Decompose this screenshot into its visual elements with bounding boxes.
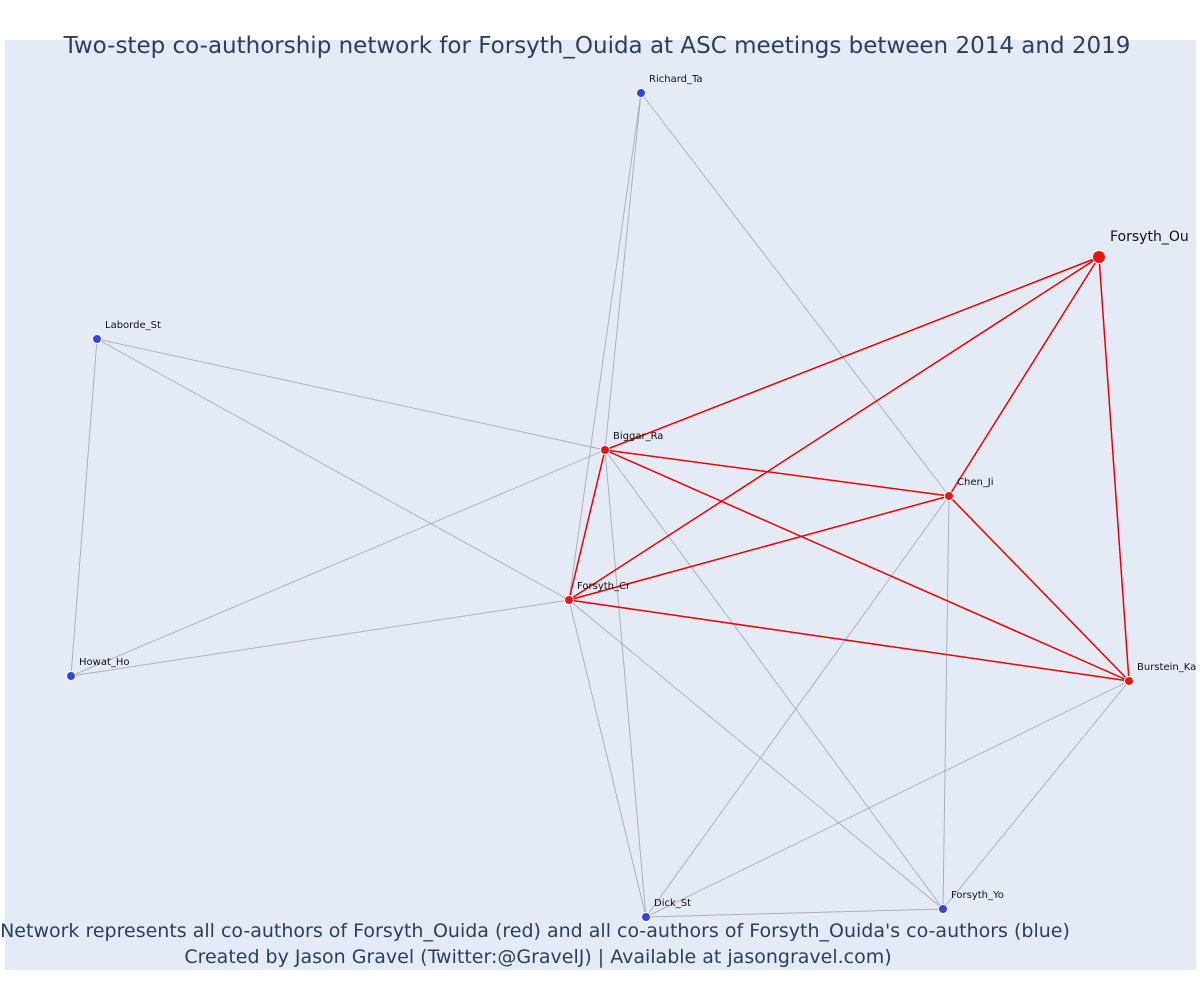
edge-Dick_St-Biggar_Ra <box>604 449 647 918</box>
edge-Forsyth_Cr-Chen_Ji <box>568 495 950 601</box>
edge-Chen_Ji-Burstein_Ka <box>948 495 1130 682</box>
node-label-Forsyth_Ou: Forsyth_Ou <box>1110 229 1189 245</box>
edge-Richard_Ta-Chen_Ji <box>640 92 950 497</box>
labels-layer: Forsyth_Ou Richard_TaLaborde_StBiggar_RaC… <box>79 74 1196 909</box>
chart-title: Two-step co-authorship network for Forsy… <box>63 33 1131 59</box>
node-Laborde_St[interactable] <box>92 334 102 344</box>
edge-Richard_Ta-Forsyth_Cr <box>568 92 642 601</box>
edge-Laborde_St-Biggar_Ra <box>96 338 606 451</box>
node-label-Laborde_St: Laborde_St <box>105 320 161 331</box>
edge-Forsyth_Yo-Forsyth_Cr <box>568 599 944 910</box>
edge-Forsyth_Ou-Biggar_Ra <box>604 256 1100 451</box>
edge-Forsyth_Ou-Forsyth_Cr <box>568 256 1100 601</box>
node-label-Dick_St: Dick_St <box>654 898 691 909</box>
node-label-Forsyth_Cr: Forsyth_Cr <box>577 581 631 592</box>
node-Chen_Ji[interactable] <box>944 491 954 501</box>
node-Biggar_Ra[interactable] <box>600 445 610 455</box>
nodes-layer <box>66 88 1134 922</box>
edge-Forsyth_Yo-Chen_Ji <box>942 495 950 910</box>
edges-layer <box>70 92 1130 918</box>
node-label-Howat_Ho: Howat_Ho <box>79 657 130 668</box>
node-label-Biggar_Ra: Biggar_Ra <box>613 431 663 442</box>
edge-Richard_Ta-Biggar_Ra <box>604 92 642 451</box>
edge-Forsyth_Cr-Burstein_Ka <box>568 599 1130 682</box>
edge-Biggar_Ra-Chen_Ji <box>604 449 950 497</box>
node-label-Forsyth_Yo: Forsyth_Yo <box>951 890 1004 901</box>
node-Burstein_Ka[interactable] <box>1124 676 1134 686</box>
node-Forsyth_Ou[interactable] <box>1092 250 1106 264</box>
edge-Biggar_Ra-Forsyth_Cr <box>568 449 606 601</box>
node-label-Burstein_Ka: Burstein_Ka <box>1137 662 1196 673</box>
edge-Dick_St-Burstein_Ka <box>645 680 1130 918</box>
edge-Howat_Ho-Forsyth_Cr <box>70 599 570 677</box>
edge-Forsyth_Yo-Burstein_Ka <box>942 680 1130 910</box>
caption-line-1: Network represents all co-authors of For… <box>0 920 1070 942</box>
edge-Forsyth_Ou-Chen_Ji <box>948 256 1100 497</box>
node-Forsyth_Cr[interactable] <box>564 595 574 605</box>
node-Forsyth_Yo[interactable] <box>938 904 948 914</box>
node-Dick_St[interactable] <box>641 912 651 922</box>
edge-Dick_St-Chen_Ji <box>645 495 950 918</box>
caption-line-2: Created by Jason Gravel (Twitter:@Gravel… <box>184 946 891 968</box>
node-label-Richard_Ta: Richard_Ta <box>649 74 703 85</box>
node-label-Chen_Ji: Chen_Ji <box>957 477 994 488</box>
edge-Laborde_St-Howat_Ho <box>70 338 98 677</box>
edge-Howat_Ho-Biggar_Ra <box>70 449 606 677</box>
node-Howat_Ho[interactable] <box>66 671 76 681</box>
edge-Forsyth_Yo-Biggar_Ra <box>604 449 944 910</box>
node-Richard_Ta[interactable] <box>636 88 646 98</box>
plot-background <box>5 40 1196 970</box>
edge-Dick_St-Forsyth_Yo <box>645 908 944 918</box>
edge-Forsyth_Ou-Burstein_Ka <box>1098 256 1130 682</box>
edge-Laborde_St-Forsyth_Cr <box>96 338 570 601</box>
edge-Dick_St-Forsyth_Cr <box>568 599 647 918</box>
edge-Biggar_Ra-Burstein_Ka <box>604 449 1130 682</box>
